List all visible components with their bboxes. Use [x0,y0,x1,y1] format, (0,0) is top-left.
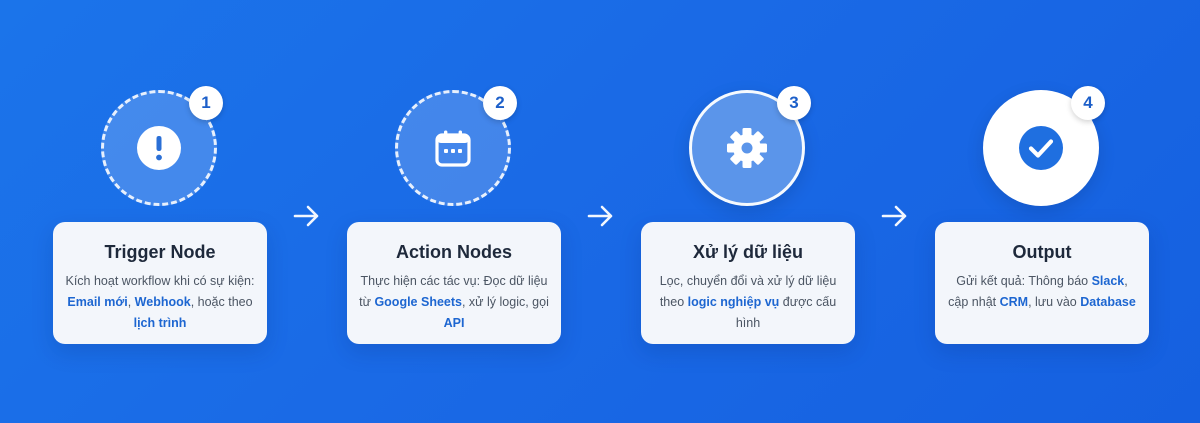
description-text: Gửi kết quả: Thông báo [956,274,1092,288]
highlight-term: Database [1080,295,1136,309]
step-icon-wrap: 4 [983,86,1105,206]
highlight-term: Slack [1091,274,1125,288]
arrow-right-icon [881,205,907,227]
description-text: , [127,295,135,309]
step-number-badge: 1 [189,86,223,120]
step-number-badge: 4 [1071,86,1105,120]
highlight-term: CRM [999,295,1029,309]
exclamation-icon [137,126,181,170]
step-circle [689,90,805,206]
step-icon-wrap: 1 [101,86,223,206]
description-text: Thực hiện các tác vụ: Đọc dữ liệu từ [359,274,548,309]
step-description: Kích hoạt workflow khi có sự kiện: Email… [65,271,255,334]
step-icon-wrap: 2 [395,86,517,206]
step-description: Lọc, chuyển đổi và xử lý dữ liệu theo lo… [653,271,843,334]
arrow-right-icon [293,205,319,227]
step-card: Trigger Node Kích hoạt workflow khi có s… [53,222,267,344]
step-title: Action Nodes [395,242,512,262]
step-icon-wrap: 3 [689,86,811,206]
description-text: , xử lý logic, gọi [461,295,549,309]
description-text: , cập nhật [948,274,1128,309]
description-text: được cấu hình [735,295,837,330]
step-description: Gửi kết quả: Thông báo Slack, cập nhật C… [947,271,1137,313]
highlight-term: Google Sheets [374,295,462,309]
step-title: Output [1012,242,1072,262]
step-card: Output Gửi kết quả: Thông báo Slack, cập… [935,222,1149,344]
description-text: Kích hoạt workflow khi có sự kiện: [65,274,255,288]
step-title: Xử lý dữ liệu [692,242,804,262]
step-action-nodes: 2 Action Nodes Thực hiện các tác vụ: Đọc… [347,0,561,423]
step-output: 4 Output Gửi kết quả: Thông báo Slack, c… [935,0,1149,423]
gear-icon [727,128,767,168]
description-text: , lưu vào [1028,295,1081,309]
arrow-right-icon [587,205,613,227]
check-circle-icon [1019,126,1063,170]
step-data-processing: 3 Xử lý dữ liệu Lọc, chuyển đổi và xử lý… [641,0,855,423]
step-number-badge: 2 [483,86,517,120]
description-text: , hoặc theo [190,295,253,309]
step-description: Thực hiện các tác vụ: Đọc dữ liệu từ Goo… [359,271,549,334]
step-card: Action Nodes Thực hiện các tác vụ: Đọc d… [347,222,561,344]
step-number-badge: 3 [777,86,811,120]
highlight-term: Webhook [134,295,191,309]
highlight-term: Email mới [67,295,128,309]
highlight-term: API [443,316,465,330]
highlight-term: lịch trình [133,316,187,330]
calendar-icon [435,130,471,167]
step-title: Trigger Node [104,242,216,262]
step-trigger-node: 1 Trigger Node Kích hoạt workflow khi có… [53,0,267,423]
highlight-term: logic nghiệp vụ [687,295,780,309]
step-circle [395,90,511,206]
step-card: Xử lý dữ liệu Lọc, chuyển đổi và xử lý d… [641,222,855,344]
description-text: Lọc, chuyển đổi và xử lý dữ liệu theo [659,274,837,309]
